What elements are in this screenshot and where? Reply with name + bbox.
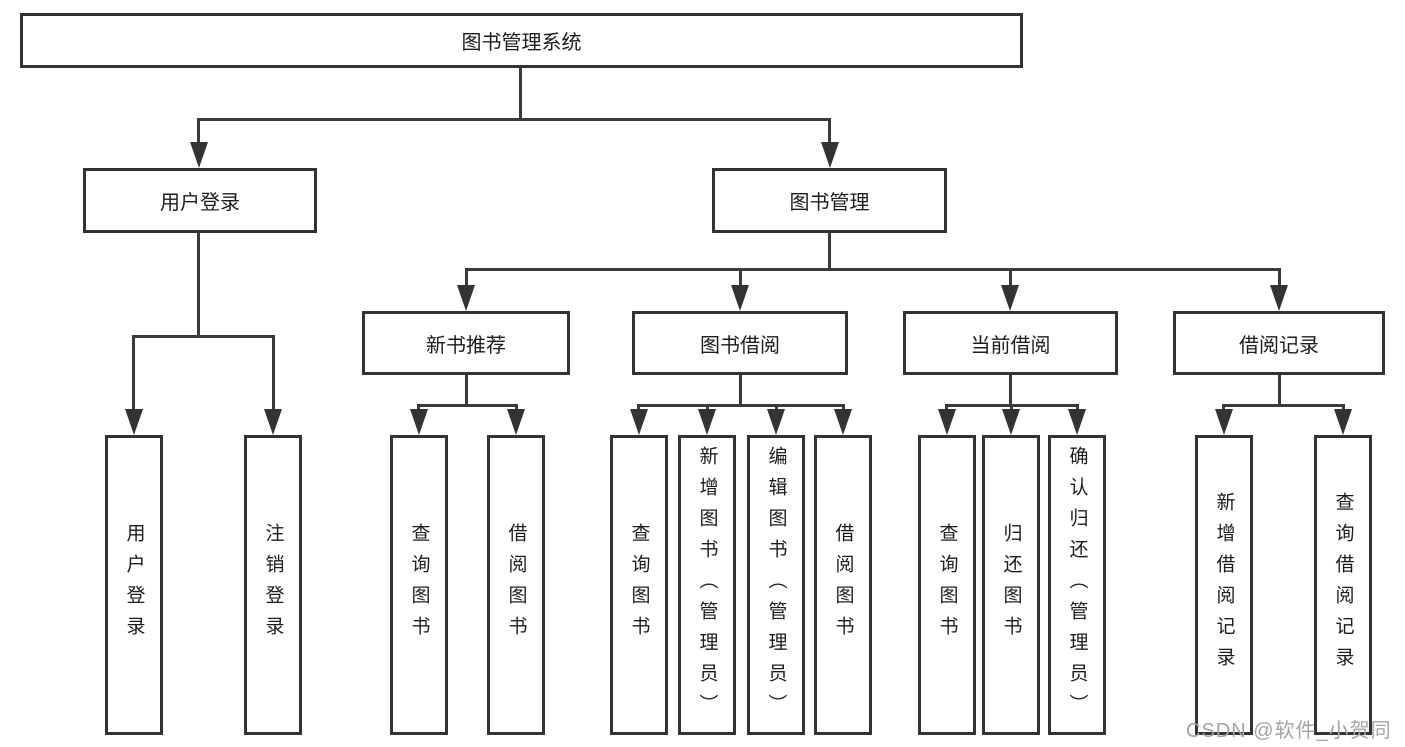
arrowhead-down-icon (410, 409, 428, 435)
leaf-query-books-current: 查询图书 (918, 435, 976, 735)
leaf-label: 用户登录 (123, 523, 145, 647)
arrowhead-down-icon (1270, 285, 1288, 311)
node-label: 图书管理 (789, 192, 870, 214)
arrowhead-down-icon (938, 409, 956, 435)
connector-line-horizontal (465, 268, 1281, 271)
leaf-add-borrow-record: 新增借阅记录 (1195, 435, 1253, 735)
leaf-label: 借阅图书 (505, 523, 527, 647)
connector-line-vertical (1009, 268, 1012, 288)
connector-line-vertical (197, 233, 200, 338)
arrowhead-down-icon (834, 409, 852, 435)
node-label: 新书推荐 (426, 334, 506, 357)
node-current-borrow: 当前借阅 (903, 311, 1118, 375)
connector-line-vertical (519, 68, 522, 120)
connector-line-horizontal (417, 404, 518, 407)
leaf-user-login: 用户登录 (105, 435, 163, 735)
leaf-query-borrow-record: 查询借阅记录 (1314, 435, 1372, 735)
connector-line-vertical (132, 335, 135, 413)
connector-line-horizontal (637, 404, 845, 407)
node-label: 借阅记录 (1239, 334, 1319, 357)
leaf-label: 查询图书 (628, 523, 650, 647)
connector-line-vertical (828, 118, 831, 146)
connector-line-vertical (272, 335, 275, 413)
arrowhead-down-icon (698, 409, 716, 435)
leaf-label: 查询借阅记录 (1332, 492, 1354, 678)
arrowhead-down-icon (767, 409, 785, 435)
node-borrow-records: 借阅记录 (1173, 311, 1385, 375)
leaf-label: 借阅图书 (832, 523, 854, 647)
csdn-watermark: CSDN @软件_小贺同学 (1186, 720, 1392, 742)
node-root-system: 图书管理系统 (20, 13, 1023, 68)
leaf-query-books-borrow: 查询图书 (610, 435, 668, 735)
leaf-label: 确认归还（管理员） (1066, 445, 1088, 725)
connector-line-vertical (1278, 268, 1281, 288)
leaf-label: 查询图书 (936, 523, 958, 647)
leaf-borrow-books-recommend: 借阅图书 (487, 435, 545, 735)
node-label: 用户登录 (160, 192, 240, 214)
arrowhead-down-icon (264, 409, 282, 435)
connector-line-horizontal (1222, 404, 1345, 407)
node-root-label: 图书管理系统 (461, 32, 582, 54)
leaf-label: 新增借阅记录 (1213, 492, 1235, 678)
connector-line-vertical (1009, 375, 1012, 407)
connector-line-vertical (465, 375, 468, 407)
connector-line-horizontal (132, 335, 275, 338)
arrowhead-down-icon (1334, 409, 1352, 435)
arrowhead-down-icon (1068, 409, 1086, 435)
leaf-borrow-books: 借阅图书 (814, 435, 872, 735)
leaf-confirm-return-admin: 确认归还（管理员） (1048, 435, 1106, 735)
arrowhead-down-icon (630, 409, 648, 435)
connector-line-vertical (739, 375, 742, 407)
leaf-label: 查询图书 (408, 523, 430, 647)
leaf-edit-books-admin: 编辑图书（管理员） (747, 435, 805, 735)
connector-line-vertical (739, 268, 742, 288)
leaf-label: 归还图书 (1000, 523, 1022, 647)
leaf-add-books-admin: 新增图书（管理员） (678, 435, 736, 735)
arrowhead-down-icon (507, 409, 525, 435)
leaf-label: 新增图书（管理员） (696, 445, 718, 725)
arrowhead-down-icon (457, 285, 475, 311)
node-book-borrow: 图书借阅 (632, 311, 848, 375)
arrowhead-down-icon (1001, 285, 1019, 311)
leaf-query-books-recommend: 查询图书 (390, 435, 448, 735)
node-label: 当前借阅 (970, 334, 1051, 357)
leaf-return-books: 归还图书 (982, 435, 1040, 735)
leaf-label: 注销登录 (262, 523, 284, 647)
arrowhead-down-icon (190, 142, 208, 168)
arrowhead-down-icon (1215, 409, 1233, 435)
connector-line-vertical (828, 233, 831, 271)
leaf-label: 编辑图书（管理员） (765, 445, 787, 725)
arrowhead-down-icon (731, 285, 749, 311)
node-label: 图书借阅 (700, 334, 780, 357)
arrowhead-down-icon (821, 142, 839, 168)
node-user-login-branch: 用户登录 (83, 168, 317, 233)
node-book-management-branch: 图书管理 (712, 168, 947, 233)
connector-line-vertical (197, 118, 200, 146)
connector-line-horizontal (197, 118, 831, 121)
leaf-logout: 注销登录 (244, 435, 302, 735)
node-new-book-recommend: 新书推荐 (362, 311, 570, 375)
connector-line-vertical (1278, 375, 1281, 407)
connector-line-vertical (465, 268, 468, 288)
arrowhead-down-icon (1002, 409, 1020, 435)
arrowhead-down-icon (125, 409, 143, 435)
